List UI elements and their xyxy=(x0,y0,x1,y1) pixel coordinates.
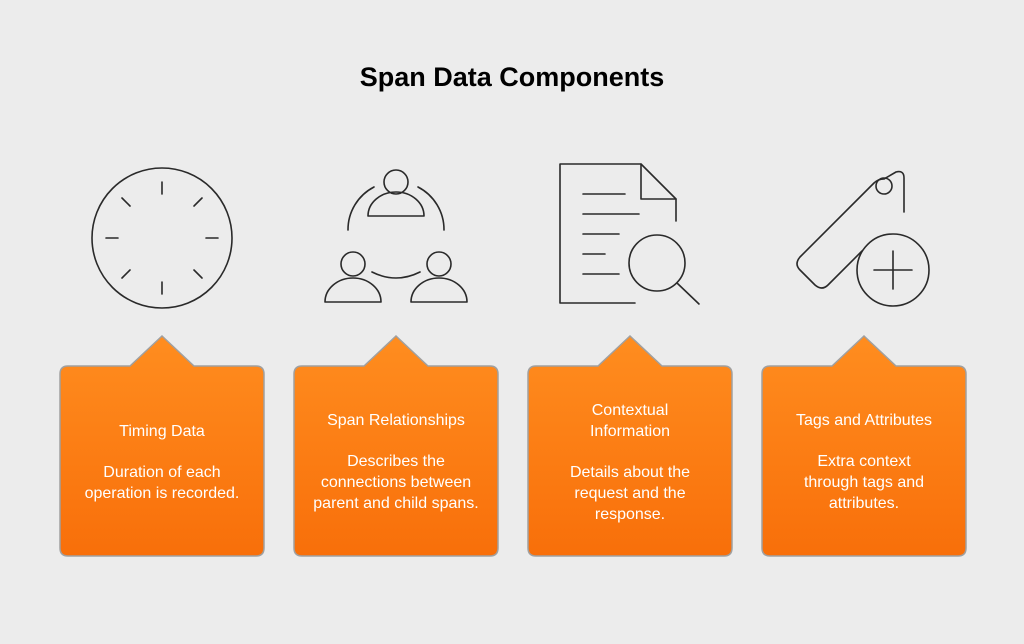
connected-users-icon xyxy=(316,158,476,318)
component-description: Describes the connections between parent… xyxy=(313,453,479,512)
component-card-tags-and-attributes: Tags and Attributes Extra context throug… xyxy=(760,334,968,558)
component-description: Extra context through tags and attribute… xyxy=(803,453,925,512)
component-card-span-relationships: Span Relationships Describes the connect… xyxy=(292,334,500,558)
component-card-contextual-information: Contextual Information Details about the… xyxy=(526,334,734,558)
component-title: Span Relationships xyxy=(327,412,465,429)
document-search-icon xyxy=(549,158,709,318)
clock-icon xyxy=(82,158,242,318)
component-description: Details about the request and the respon… xyxy=(569,463,691,523)
component-title: Tags and Attributes xyxy=(795,412,933,429)
component-card-timing-data: Timing Data Duration of each operation i… xyxy=(58,334,266,558)
component-title: Timing Data xyxy=(119,422,205,440)
component-description: Duration of each operation is recorded. xyxy=(84,463,240,502)
component-title: Contextual Information xyxy=(589,401,671,440)
page-title: Span Data Components xyxy=(359,62,665,92)
tag-add-icon xyxy=(784,158,944,318)
